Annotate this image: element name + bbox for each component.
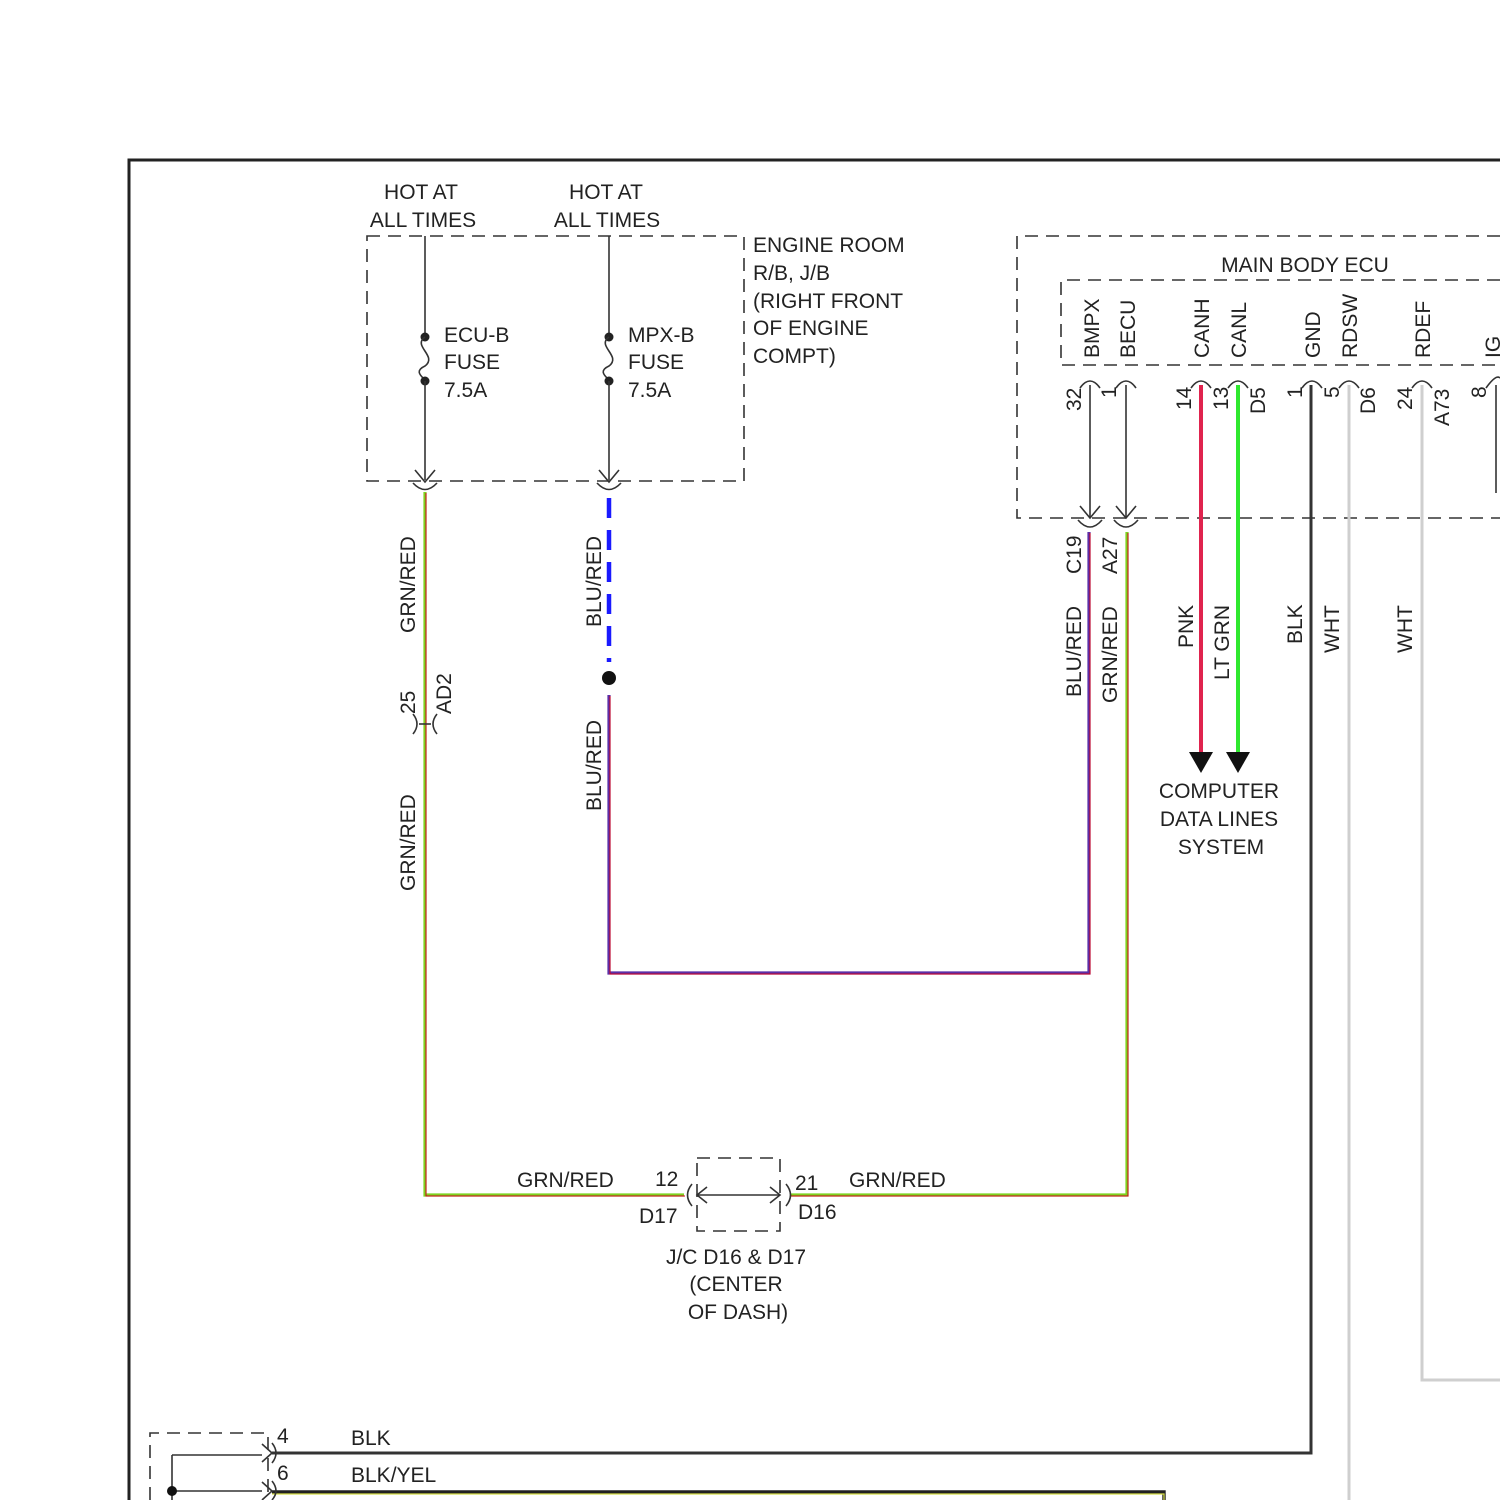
fuse-box-name-line2: R/B, J/B xyxy=(753,262,830,285)
canh-arrow xyxy=(1189,752,1213,773)
pin-name-ig: IG xyxy=(1482,336,1500,358)
d16-pin-number: 21 xyxy=(795,1172,818,1195)
junction-label-line2: (CENTER xyxy=(689,1273,782,1296)
pin-number-5: 5 xyxy=(1321,386,1344,398)
wire-label-blk: BLK xyxy=(1284,604,1307,644)
junction-label-line3: OF DASH) xyxy=(688,1301,788,1324)
fuse-box-name-line5: COMPT) xyxy=(753,345,836,368)
hot-at-all-times-label-1: HOT AT xyxy=(384,181,458,204)
wire-label-grn-red-3: GRN/RED xyxy=(1099,606,1122,703)
wire-label-grn-red-2: GRN/RED xyxy=(397,794,420,891)
mpx-b-fuse-rating: 7.5A xyxy=(628,379,671,402)
hot-at-all-times-label-2: HOT AT xyxy=(569,181,643,204)
wire-canh-pnk xyxy=(1189,385,1213,773)
ecu-b-fuse-type: FUSE xyxy=(444,351,500,374)
main-body-ecu: MAIN BODY ECU BMPX BECU CANH CANL GND RD… xyxy=(1017,236,1500,574)
pin-number-32: 32 xyxy=(1063,388,1086,411)
hot-at-all-times-label-1b: ALL TIMES xyxy=(370,209,476,232)
fuse-box-name-line3: (RIGHT FRONT xyxy=(753,290,903,313)
wire-label-lt-grn: LT GRN xyxy=(1211,605,1234,680)
wire-label-wht-1: WHT xyxy=(1321,605,1344,653)
destination-line1: COMPUTER xyxy=(1159,780,1279,803)
wire-grn-red-left xyxy=(425,492,685,1196)
pin-number-8: 8 xyxy=(1468,386,1491,398)
wire-gnd-blk xyxy=(272,385,1311,1453)
pin-name-gnd: GND xyxy=(1302,311,1325,358)
engine-room-fuse-box: HOT AT ALL TIMES HOT AT ALL TIMES ENGINE… xyxy=(367,181,905,490)
wire-label-blu-red-2: BLU/RED xyxy=(583,720,606,811)
connector-d6: D6 xyxy=(1357,387,1380,414)
wire-label-blk-bottom: BLK xyxy=(351,1427,391,1450)
junction-label-line1: J/C D16 & D17 xyxy=(666,1246,806,1269)
fuse-box-name-line1: ENGINE ROOM xyxy=(753,234,905,257)
wire-label-blk-yel: BLK/YEL xyxy=(351,1464,436,1487)
pin-number-24: 24 xyxy=(1394,386,1417,410)
pin-name-rdef: RDEF xyxy=(1412,301,1435,358)
bottom-pin-4: 4 xyxy=(277,1425,289,1448)
ecu-b-fuse-name: ECU-B xyxy=(444,324,509,347)
splice-point xyxy=(602,671,616,685)
wire-blu-red xyxy=(609,532,1090,974)
pin-name-canl: CANL xyxy=(1228,302,1251,358)
connector-a27: A27 xyxy=(1099,537,1122,574)
d16-connector-code: D16 xyxy=(798,1201,837,1224)
canl-arrow xyxy=(1226,752,1250,773)
mpx-b-fuse-name: MPX-B xyxy=(628,324,695,347)
wire-label-grn-red-4: GRN/RED xyxy=(517,1169,614,1192)
destination-line2: DATA LINES xyxy=(1160,808,1278,831)
junction-connector-d16-d17: 12 D17 21 D16 J/C D16 & D17 (CENTER OF D… xyxy=(639,1158,837,1324)
fuse-box-name-line4: OF ENGINE xyxy=(753,317,869,340)
computer-data-lines-destination: COMPUTER DATA LINES SYSTEM xyxy=(1159,780,1279,859)
pin-number-1-gnd: 1 xyxy=(1284,386,1307,398)
ad2-pin-number: 25 xyxy=(397,691,420,714)
pin-number-14: 14 xyxy=(1173,386,1196,410)
ad2-connector-code: AD2 xyxy=(433,673,456,714)
destination-line3: SYSTEM xyxy=(1178,836,1264,859)
mpx-b-fuse: MPX-B FUSE 7.5A xyxy=(597,236,695,490)
wire-label-wht-2: WHT xyxy=(1394,605,1417,653)
ecu-b-fuse: ECU-B FUSE 7.5A xyxy=(413,236,509,490)
d17-pin-number: 12 xyxy=(655,1168,678,1191)
hot-at-all-times-label-2b: ALL TIMES xyxy=(554,209,660,232)
wire-blk-yel xyxy=(272,1492,1164,1500)
mpx-b-fuse-type: FUSE xyxy=(628,351,684,374)
connector-a73: A73 xyxy=(1431,389,1454,426)
pin-name-bmpx: BMPX xyxy=(1081,298,1104,358)
pin-number-13: 13 xyxy=(1210,387,1233,410)
pin-name-becu: BECU xyxy=(1117,300,1140,358)
connector-c19: C19 xyxy=(1063,535,1086,574)
wire-label-grn-red-5: GRN/RED xyxy=(849,1169,946,1192)
wire-canl-ltgrn xyxy=(1226,385,1250,773)
d17-connector-code: D17 xyxy=(639,1205,678,1228)
main-body-ecu-title: MAIN BODY ECU xyxy=(1221,254,1389,277)
wire-label-grn-red-1: GRN/RED xyxy=(397,536,420,633)
pin-name-canh: CANH xyxy=(1191,298,1214,358)
wire-rdef-wht xyxy=(1422,385,1500,1380)
bottom-pin-6: 6 xyxy=(277,1462,289,1485)
pin-name-rdsw: RDSW xyxy=(1339,294,1362,358)
ecu-b-fuse-rating: 7.5A xyxy=(444,379,487,402)
wire-label-blu-red-3: BLU/RED xyxy=(1063,606,1086,697)
bottom-left-component: 4 6 xyxy=(150,1425,289,1500)
wire-label-pnk: PNK xyxy=(1175,605,1198,648)
connector-d5: D5 xyxy=(1247,387,1270,414)
pin-number-1-becu: 1 xyxy=(1098,386,1121,398)
wire-label-blu-red-1: BLU/RED xyxy=(583,536,606,627)
